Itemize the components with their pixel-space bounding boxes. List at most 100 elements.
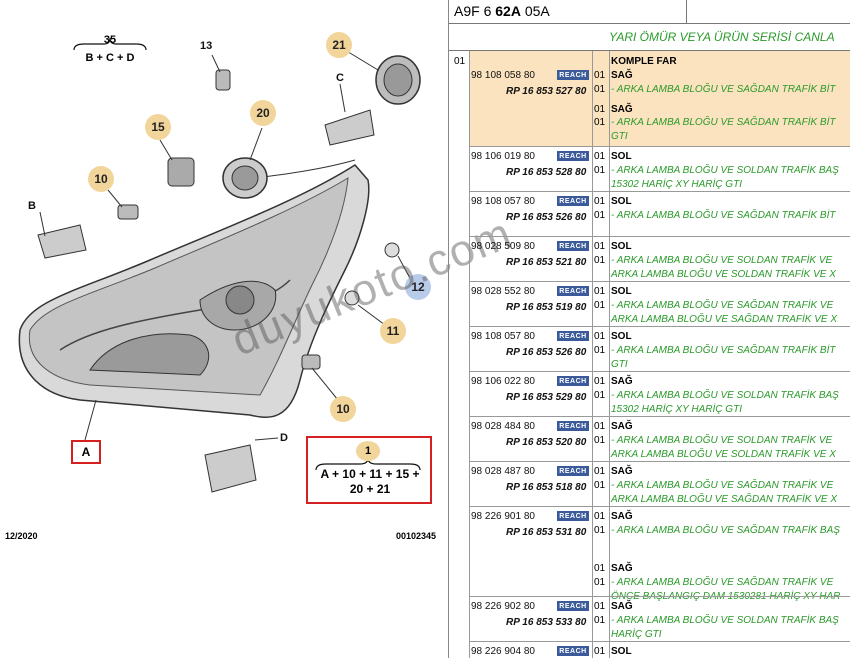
bracket-c-label: C <box>336 72 344 84</box>
row-4-desc1: - ARKA LAMBA BLOĞU VE SAĞDAN TRAFİK VE <box>611 300 834 311</box>
row-10-desc1: - ARKA LAMBA BLOĞU VE SAĞDAN TRAFİK VE <box>611 577 834 588</box>
reach-badge: REACH <box>557 151 589 161</box>
part-11-bubble[interactable]: 11 <box>380 318 406 344</box>
row-6-pn[interactable]: 98 106 022 80 <box>471 376 535 387</box>
row-3-q1: 01 <box>594 241 606 252</box>
row-5-rp[interactable]: RP 16 853 526 80 <box>506 347 587 358</box>
header-code: A9F 6 62A 05A <box>449 0 687 23</box>
row-7-q2: 01 <box>594 435 606 446</box>
row-2-pn[interactable]: 98 108 057 80 <box>471 196 535 207</box>
part-10-lower-bubble[interactable]: 10 <box>330 396 356 422</box>
parts-diagram: 35 B + C + D 13 21 15 20 10 12 11 10 B C… <box>5 32 520 541</box>
part-a-box[interactable]: A <box>71 440 101 464</box>
assembly-35-number: 35 <box>103 34 117 46</box>
row-2-q1: 01 <box>594 196 606 207</box>
row-8-rp[interactable]: RP 16 853 518 80 <box>506 482 587 493</box>
reach-badge: REACH <box>557 70 589 80</box>
row-5-desc1: - ARKA LAMBA BLOĞU VE SAĞDAN TRAFİK BİT <box>611 345 836 356</box>
row-8-desc1b: ARKA LAMBA BLOĞU VE SAĞDAN TRAFİK VE X <box>611 494 837 505</box>
row-5-pn[interactable]: 98 108 057 80 <box>471 331 535 342</box>
row-3-side1: SOL <box>611 241 632 252</box>
table-body: 01 KOMPLE FAR 98 108 058 80 REACH 01 SAĞ… <box>449 51 850 658</box>
reach-badge: REACH <box>557 421 589 431</box>
reach-badge: REACH <box>557 241 589 251</box>
row-4-pn[interactable]: 98 028 552 80 <box>471 286 535 297</box>
row-0-desc2b: GTI <box>611 131 628 142</box>
row-1-rp[interactable]: RP 16 853 528 80 <box>506 167 587 178</box>
table-subtitle-row: YARI ÖMÜR VEYA ÜRÜN SERİSİ CANLA <box>449 24 850 51</box>
row-4-q1: 01 <box>594 286 606 297</box>
row-7-desc1b: ARKA LAMBA BLOĞU VE SOLDAN TRAFİK VE X <box>611 449 836 460</box>
row-0-side2: SAĞ <box>611 104 633 115</box>
row-11-rp[interactable]: RP 16 853 533 80 <box>506 617 587 628</box>
row-3-desc1b: ARKA LAMBA BLOĞU VE SOLDAN TRAFİK VE X <box>611 269 836 280</box>
reach-badge: REACH <box>557 331 589 341</box>
row-4-q2: 01 <box>594 300 606 311</box>
row-1-desc1b: 15302 HARİÇ XY HARİÇ GTI <box>611 179 742 190</box>
row-5-q2: 01 <box>594 345 606 356</box>
header-code-pre: A9F 6 <box>454 3 496 19</box>
row-2-rp[interactable]: RP 16 853 526 80 <box>506 212 587 223</box>
row-7-desc1: - ARKA LAMBA BLOĞU VE SOLDAN TRAFİK VE <box>611 435 833 446</box>
row-3-pn[interactable]: 98 028 509 80 <box>471 241 535 252</box>
row-12-pn[interactable]: 98 226 904 80 <box>471 646 535 657</box>
row-1-q1: 01 <box>594 151 606 162</box>
row-0-q3: 01 <box>594 117 606 128</box>
row-6-rp[interactable]: RP 16 853 529 80 <box>506 392 587 403</box>
row-0-desc2: - ARKA LAMBA BLOĞU VE SAĞDAN TRAFİK BİT <box>611 117 836 128</box>
row-10-side1: SAĞ <box>611 563 633 574</box>
reach-badge: REACH <box>557 376 589 386</box>
row-4-side1: SOL <box>611 286 632 297</box>
part-20-bubble[interactable]: 20 <box>250 100 276 126</box>
assembly-1-box[interactable]: 1 A + 10 + 11 + 15 + 20 + 21 <box>306 436 432 504</box>
header-code-bold: 62A <box>495 3 521 19</box>
bracket-b-label: B <box>28 200 36 212</box>
part-21-bubble[interactable]: 21 <box>326 32 352 58</box>
row-8-desc1: - ARKA LAMBA BLOĞU VE SAĞDAN TRAFİK VE <box>611 480 834 491</box>
row-0-q1: 01 <box>594 70 606 81</box>
row-5-side1: SOL <box>611 331 632 342</box>
row-6-side1: SAĞ <box>611 376 633 387</box>
row-7-pn[interactable]: 98 028 484 80 <box>471 421 535 432</box>
row-0-side1: SAĞ <box>611 70 633 81</box>
row-6-q1: 01 <box>594 376 606 387</box>
row-3-desc1: - ARKA LAMBA BLOĞU VE SOLDAN TRAFİK VE <box>611 255 833 266</box>
assembly-1-formula: A + 10 + 11 + 15 + 20 + 21 <box>320 467 420 496</box>
row-9-q1: 01 <box>594 511 606 522</box>
row-2-desc1: - ARKA LAMBA BLOĞU VE SAĞDAN TRAFİK BİT <box>611 210 836 221</box>
row-9-rp[interactable]: RP 16 853 531 80 <box>506 527 587 538</box>
part-10-bubble[interactable]: 10 <box>88 166 114 192</box>
row-4-rp[interactable]: RP 16 853 519 80 <box>506 302 587 313</box>
row-0-rp[interactable]: RP 16 853 527 80 <box>506 86 587 97</box>
kit-title: KOMPLE FAR <box>611 56 677 67</box>
row-1-desc1: - ARKA LAMBA BLOĞU VE SOLDAN TRAFİK BAŞ <box>611 165 839 176</box>
assembly-1-number: 1 <box>356 441 380 461</box>
row-0-q-side2: 01 <box>594 104 606 115</box>
part-15-bubble[interactable]: 15 <box>145 114 171 140</box>
row-1-pn[interactable]: 98 106 019 80 <box>471 151 535 162</box>
part-12-bubble[interactable]: 12 <box>405 274 431 300</box>
row-3-rp[interactable]: RP 16 853 521 80 <box>506 257 587 268</box>
table-header: A9F 6 62A 05A <box>449 0 850 24</box>
row-4-desc1b: ARKA LAMBA BLOĞU VE SAĞDAN TRAFİK VE X <box>611 314 837 325</box>
row-6-desc1: - ARKA LAMBA BLOĞU VE SOLDAN TRAFİK BAŞ <box>611 390 839 401</box>
reach-badge: REACH <box>557 286 589 296</box>
diagram-ref: 00102345 <box>396 531 437 541</box>
row-0-pn[interactable]: 98 108 058 80 <box>471 70 535 81</box>
row-11-q2: 01 <box>594 615 606 626</box>
diagram-date: 12/2020 <box>5 531 38 541</box>
row-1-side1: SOL <box>611 151 632 162</box>
row-3-q2: 01 <box>594 255 606 266</box>
row-8-pn[interactable]: 98 028 487 80 <box>471 466 535 477</box>
row-12-q1: 01 <box>594 646 606 657</box>
reach-badge: REACH <box>557 601 589 611</box>
row-7-side1: SAĞ <box>611 421 633 432</box>
highlight-row <box>469 51 850 146</box>
row-9-pn[interactable]: 98 226 901 80 <box>471 511 535 522</box>
row-7-rp[interactable]: RP 16 853 520 80 <box>506 437 587 448</box>
row-9-desc1: - ARKA LAMBA BLOĞU VE SAĞDAN TRAFİK BAŞ <box>611 525 840 536</box>
row-12-side1: SOL <box>611 646 632 657</box>
row-11-pn[interactable]: 98 226 902 80 <box>471 601 535 612</box>
row-11-side1: SAĞ <box>611 601 633 612</box>
row-10-q1: 01 <box>594 563 606 574</box>
